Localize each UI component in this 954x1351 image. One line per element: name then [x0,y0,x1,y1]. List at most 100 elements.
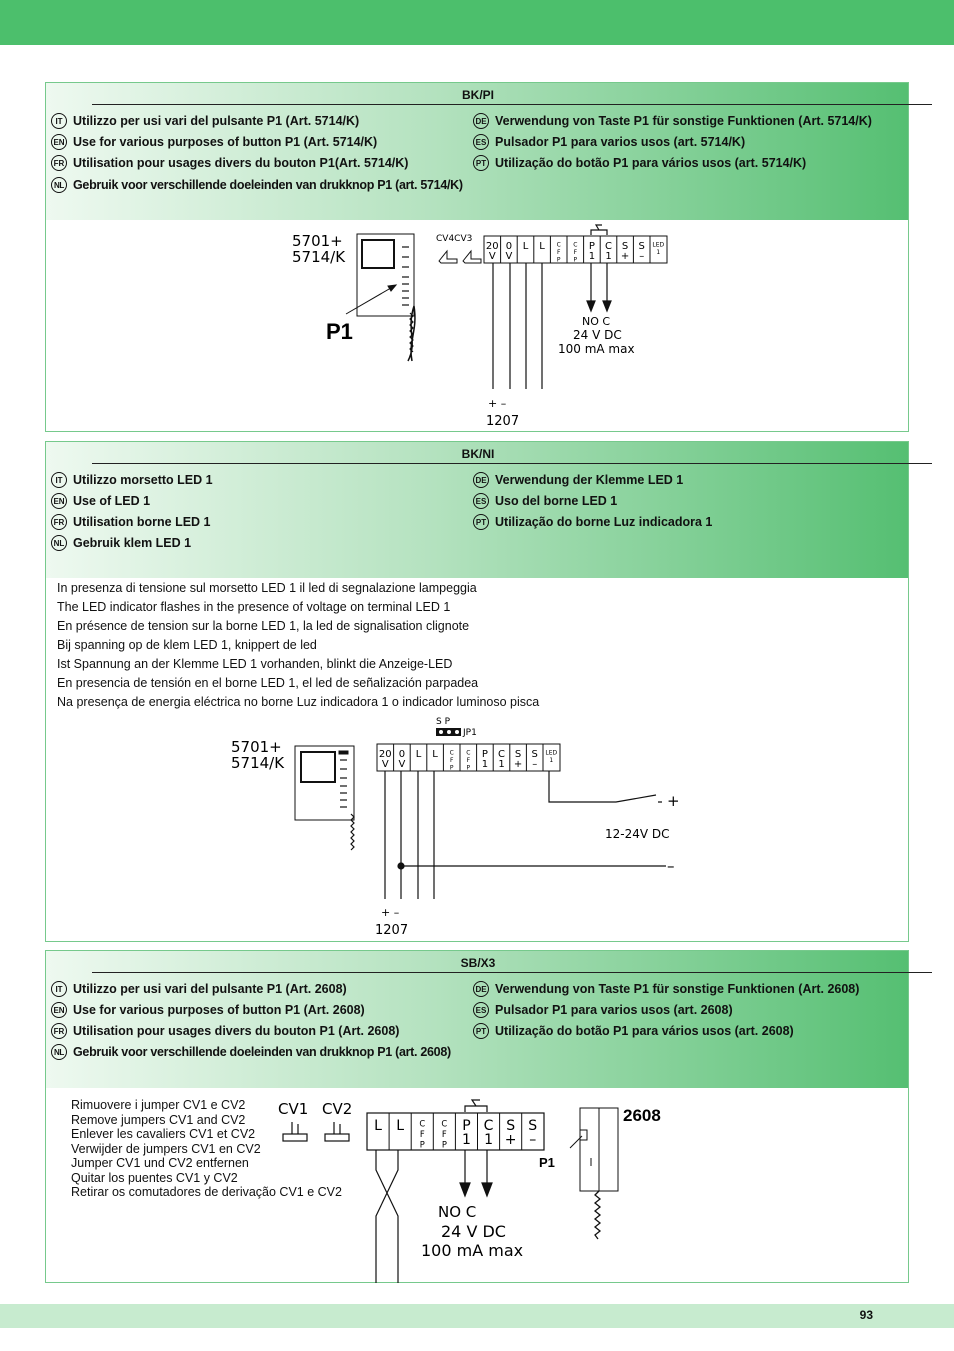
supply-plus-sign: + [667,792,680,810]
terminal-label: 1 [498,759,504,770]
lang-badge-es: ES [473,493,489,509]
led-description: In presenza di tensione sul morsetto LED… [57,579,539,712]
terminal-label: P [482,749,488,760]
device-label-line1: 5701+ [292,232,343,250]
terminal-label: 1 [484,1132,493,1148]
terminal-label: S [639,241,645,252]
paragraph-fr: En présence de tension sur la borne LED … [57,619,470,633]
terminal-label: S [532,749,538,760]
lang-badge-fr: FR [51,155,67,171]
terminal-label: 0 [399,749,405,760]
lang-badge-es: ES [473,134,489,150]
terminal-label: C [441,1119,447,1129]
terminal-label: + [621,251,629,262]
lang-badge-nl: NL [51,177,67,193]
lang-text-pt: Utilização do botão P1 para vários usos … [495,156,807,170]
terminal-label: + [514,759,522,770]
button-label-p1: P1 [326,319,353,344]
terminal-label: 0 [506,241,512,252]
lang-badge-es: ES [473,1002,489,1018]
terminal-label: P [420,1140,425,1150]
terminal-label: P [442,1140,447,1150]
lang-badge-nl: NL [51,1044,67,1060]
lang-text-en: Use for various purposes of button P1 (A… [73,1003,365,1017]
terminal-label: F [467,757,471,764]
contact-voltage: 24 V DC [573,328,622,342]
paragraph-it: In presenza di tensione sul morsetto LED… [57,581,477,595]
jumper-icons [438,249,482,264]
jumper-jp1-label: JP1 [462,728,477,738]
lang-text-en: Use for various purposes of button P1 (A… [73,135,378,149]
lang-text-it: Utilizzo per usi vari del pulsante P1 (A… [73,982,347,996]
terminal-label: 1 [605,251,611,262]
terminal-label: – [532,759,537,770]
terminal-label: V [398,759,405,770]
wires-2 [384,771,666,899]
device-label-line2: 5714/K [292,248,346,266]
button-label-p1: P1 [539,1155,555,1170]
terminal-label: C [498,749,505,760]
monitor-device-icon [345,233,416,362]
lang-text-it: Utilizzo per usi vari del pulsante P1 (A… [73,114,360,128]
terminal-label: P [462,1118,470,1134]
jumper-instructions: Rimuovere i jumper CV1 e CV2 Remove jump… [71,1098,342,1200]
contact-voltage: 24 V DC [441,1222,506,1241]
terminal-label: F [574,249,578,256]
top-green-bar [0,0,954,45]
terminal-label: F [420,1129,425,1139]
terminal-label: F [557,249,561,256]
lang-badge-de: DE [473,472,489,488]
lang-text-en: Use of LED 1 [73,494,151,508]
terminal-label: C [466,750,470,757]
lang-text-pt: Utilização do borne Luz indicadora 1 [495,515,713,529]
terminal-label: 20 [486,241,499,252]
device-label-line2: 5714/K [231,754,285,772]
lang-badge-pt: PT [473,514,489,530]
lang-line-it: IT Utilizzo per usi vari del pulsante P1 … [51,981,347,997]
terminal-label: 1 [549,757,553,764]
contact-current: 100 mA max [421,1241,523,1260]
jumper-cv1-label: CV1 [278,1100,308,1118]
lang-badge-nl: NL [51,535,67,551]
terminal-label: F [442,1129,447,1139]
lang-line-pt: PT Utilização do botão P1 para vários uso… [473,1023,794,1039]
lang-line-pt: PT Utilização do borne Luz indicadora 1 [473,514,712,530]
terminal-label: F [450,757,454,764]
terminal-label: C [557,242,561,249]
terminal-label: C [573,242,577,249]
title-rule [92,104,932,105]
lang-text-de: Verwendung von Taste P1 für sonstige Fun… [495,982,860,996]
terminal-label: C [484,1118,494,1134]
terminal-label: LED [652,242,664,249]
lang-badge-de: DE [473,113,489,129]
lang-badge-en: EN [51,1002,67,1018]
jumper-jp1-icon [436,728,461,736]
supply-voltage-label: 12-24V DC [605,827,670,841]
lang-badge-it: IT [51,981,67,997]
paragraph-es: En presencia de tensión en el borne LED … [57,676,479,690]
terminal-label: P [573,257,577,264]
lang-badge-pt: PT [473,1023,489,1039]
supply-polarity: + – [381,906,399,919]
lang-text-pt: Utilização do botão P1 para vários usos … [495,1024,794,1038]
lang-line-it: IT Utilizzo per usi vari del pulsante P1 … [51,113,359,129]
contact-no-c: NO C [582,315,610,328]
paragraph-en: The LED indicator flashes in the presenc… [57,600,451,614]
lang-text-it: Utilizzo morsetto LED 1 [73,473,213,487]
terminal-label: V [489,251,496,262]
lang-badge-it: IT [51,113,67,129]
page-number: 93 [859,1308,873,1322]
jumper-line-it: Rimuovere i jumper CV1 e CV2 [71,1098,246,1112]
